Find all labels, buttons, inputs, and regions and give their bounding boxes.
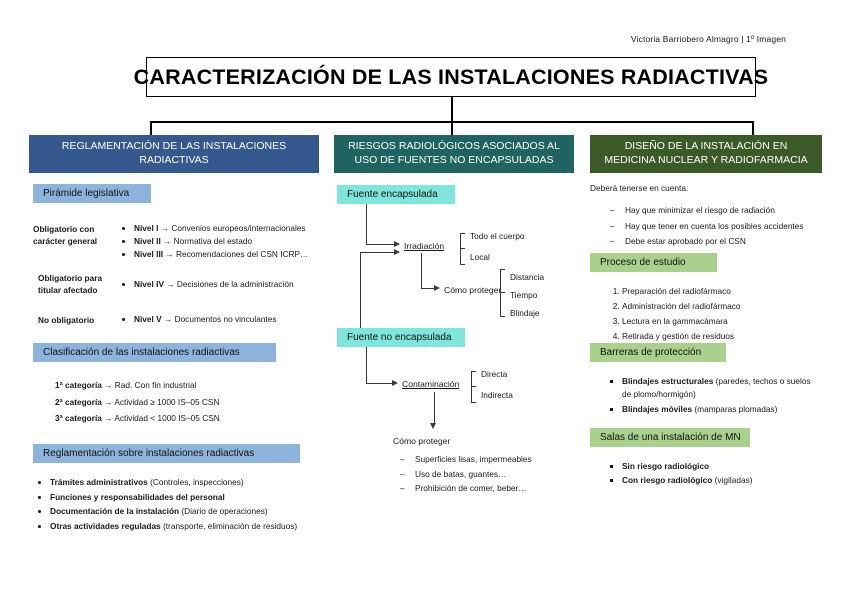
list-item: Nivel II → Normativa del estado [134, 235, 330, 247]
pyramid-items-general: Nivel I → Convenios europeos/internacion… [120, 222, 330, 261]
pyramid-label-no-obligatorio: No obligatorio [38, 315, 95, 325]
connector-drop-right [752, 121, 754, 136]
list-item: Documentación de la instalación (Diario … [50, 505, 326, 519]
connector-title-vertical [451, 97, 453, 123]
list-item: Nivel III → Recomendaciones del CSN ICRP… [134, 248, 330, 260]
salas-bullets: Sin riesgo radiológico Con riesgo radiol… [608, 460, 820, 489]
node-fuente-no-encapsulada: Fuente no encapsulada [337, 328, 465, 347]
leaf-tiempo: Tiempo [510, 290, 538, 300]
diseno-intro: Deberá tenerse en cuenta: [590, 183, 689, 193]
list-item: Blindajes estructurales (paredes, techos… [622, 375, 820, 402]
tree-line-contaminacion-down [434, 392, 436, 425]
list-item: Trámites administrativos (Controles, ins… [50, 476, 326, 490]
list-item: Hay que minimizar el riesgo de radiación [608, 203, 838, 218]
list-item: Con riesgo radiológico (vigiladas) [622, 474, 820, 487]
tree-line-to-proteger-1 [421, 288, 436, 290]
list-item: Administración del radiofármaco [622, 299, 823, 313]
arrow-into-irradiacion-top [394, 241, 400, 247]
leaf-indirecta: Indirecta [481, 390, 513, 400]
list-item: Prohibición de comer, beber… [398, 482, 588, 496]
list-item: Lectura en la gammacámara [622, 314, 823, 328]
tree-line-encapsulada-down [366, 204, 368, 245]
list-item: Hay que tener en cuenta los posibles acc… [608, 219, 838, 234]
como-proteger-list: Superficies lisas, impermeables Uso de b… [398, 453, 588, 497]
arrow-into-como-proteger-2 [430, 423, 436, 429]
tree-line-to-irradiacion-2 [360, 252, 396, 254]
list-item: Debe estar aprobado por el CSN [608, 234, 838, 249]
diseno-intro-list: Hay que minimizar el riesgo de radiación… [608, 203, 838, 250]
tree-line-to-contaminacion [366, 383, 394, 385]
tree-line-no-encapsulada-down [366, 347, 368, 384]
node-irradiacion: Irradiación [404, 241, 445, 251]
author-line: Victoria Barriobero Almagro | 1º Imagen [630, 34, 786, 44]
column-header-riesgos: RIESGOS RADIOLÓGICOS ASOCIADOS AL USO DE… [334, 135, 574, 173]
chip-salas-instalacion: Salas de una instalación de MN [590, 428, 750, 447]
proceso-estudio-list: Preparación del radiofármaco Administrac… [608, 284, 823, 344]
list-item: Blindajes móviles (mamparas plomadas) [622, 403, 820, 416]
chip-barreras-proteccion: Barreras de protección [590, 343, 726, 362]
list-item: Funciones y responsabilidades del person… [50, 491, 326, 505]
brace-irradiacion-tick [460, 248, 465, 250]
leaf-distancia: Distancia [510, 272, 545, 282]
pyramid-label-obligatorio-titular: Obligatorio para titular afectado [38, 273, 103, 296]
list-item: Retirada y gestión de residuos [622, 329, 823, 343]
connector-drop-left [150, 121, 152, 136]
main-title-box: CARACTERIZACIÓN DE LAS INSTALACIONES RAD… [134, 57, 768, 97]
connector-drop-center [451, 121, 453, 136]
list-item: Preparación del radiofármaco [622, 284, 823, 298]
list-item: 1ª categoría → Rad. Con fin industrial [55, 380, 197, 390]
column-header-reglamentacion: REGLAMENTACIÓN DE LAS INSTALACIONES RADI… [29, 135, 319, 173]
chip-proceso-estudio: Proceso de estudio [590, 253, 717, 272]
pyramid-label-obligatorio-general: Obligatorio con carácter general [33, 224, 98, 247]
leaf-directa: Directa [481, 369, 508, 379]
list-item: 3ª categoría → Actividad < 1000 IS–05 CS… [55, 413, 220, 424]
node-como-proteger-2: Cómo proteger [393, 436, 451, 446]
leaf-blindaje: Blindaje [510, 308, 540, 318]
chip-reglamentacion-sobre: Reglamentación sobre instalaciones radia… [33, 444, 300, 463]
list-item: Superficies lisas, impermeables [398, 453, 588, 467]
leaf-local: Local [470, 252, 490, 262]
reglamentacion-bullets: Trámites administrativos (Controles, ins… [36, 476, 326, 535]
arrow-into-contaminacion [392, 380, 398, 386]
arrow-into-como-proteger-1 [434, 285, 440, 291]
tree-line-to-irradiacion [366, 244, 396, 246]
barreras-bullets: Blindajes estructurales (paredes, techos… [608, 375, 820, 417]
brace-como-proteger-tick [500, 292, 505, 294]
list-item: Uso de batas, guantes… [398, 468, 588, 482]
leaf-todo-el-cuerpo: Todo el cuerpo [470, 231, 525, 241]
pyramid-items-titular: Nivel IV → Decisiones de la administraci… [120, 278, 330, 291]
list-item: Sin riesgo radiológico [622, 460, 820, 473]
node-fuente-encapsulada: Fuente encapsulada [337, 185, 455, 204]
chip-piramide-legislativa: Pirámide legislativa [33, 184, 151, 203]
list-item: Nivel IV → Decisiones de la administraci… [134, 278, 330, 290]
list-item: Otras actividades reguladas (transporte,… [50, 520, 326, 534]
brace-contaminacion-tick [471, 386, 476, 388]
column-header-diseno: DISEÑO DE LA INSTALACIÓN EN MEDICINA NUC… [590, 135, 822, 173]
list-item: 2ª categoría → Actividad ≥ 1000 IS–05 CS… [55, 396, 220, 407]
chip-clasificacion: Clasificación de las instalaciones radia… [33, 343, 276, 362]
clasificacion-list: 1ª categoría → Rad. Con fin industrial 2… [55, 377, 315, 427]
pyramid-items-no-obligatorio: Nivel V → Documentos no vinculantes [120, 313, 330, 326]
node-como-proteger-1: Cómo proteger [444, 285, 502, 295]
tree-line-lower-trunk [360, 252, 362, 340]
page-title: CARACTERIZACIÓN DE LAS INSTALACIONES RAD… [133, 64, 769, 89]
list-item: Nivel V → Documentos no vinculantes [134, 313, 330, 325]
tree-line-irradiacion-down [421, 253, 423, 289]
list-item: Nivel I → Convenios europeos/internacion… [134, 222, 330, 234]
arrow-into-irradiacion-bottom [394, 249, 400, 255]
node-contaminacion: Contaminación [402, 379, 460, 389]
